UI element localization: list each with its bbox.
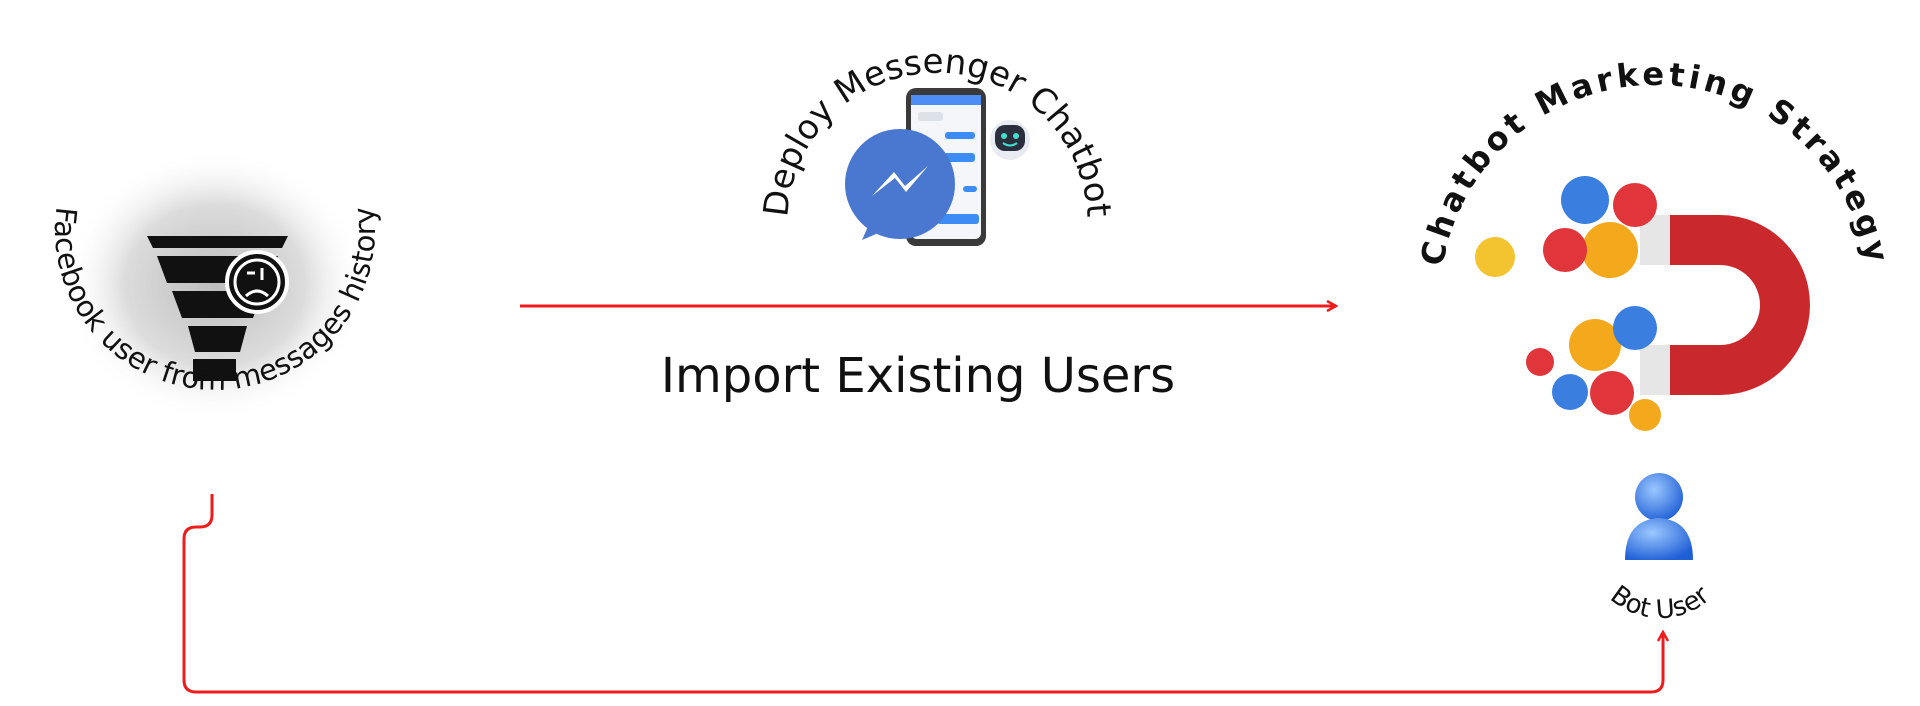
magnet-emoji-icon <box>1475 176 1810 431</box>
bot-user-label: Bot User <box>1605 580 1716 626</box>
top-node: Deploy Messenger Chatbot <box>756 42 1118 246</box>
return-arrow <box>182 494 1663 694</box>
messenger-phone-bot-icon <box>845 88 1030 246</box>
user-icon <box>1625 473 1693 560</box>
funnel-sad-icon <box>147 236 289 381</box>
smoke-background <box>65 150 365 420</box>
left-node: Facebook user from messages history <box>48 150 382 420</box>
arrow-label: Import Existing Users <box>661 348 1175 404</box>
right-node: Chatbot Marketing Strategy Bot User <box>1413 55 1893 626</box>
